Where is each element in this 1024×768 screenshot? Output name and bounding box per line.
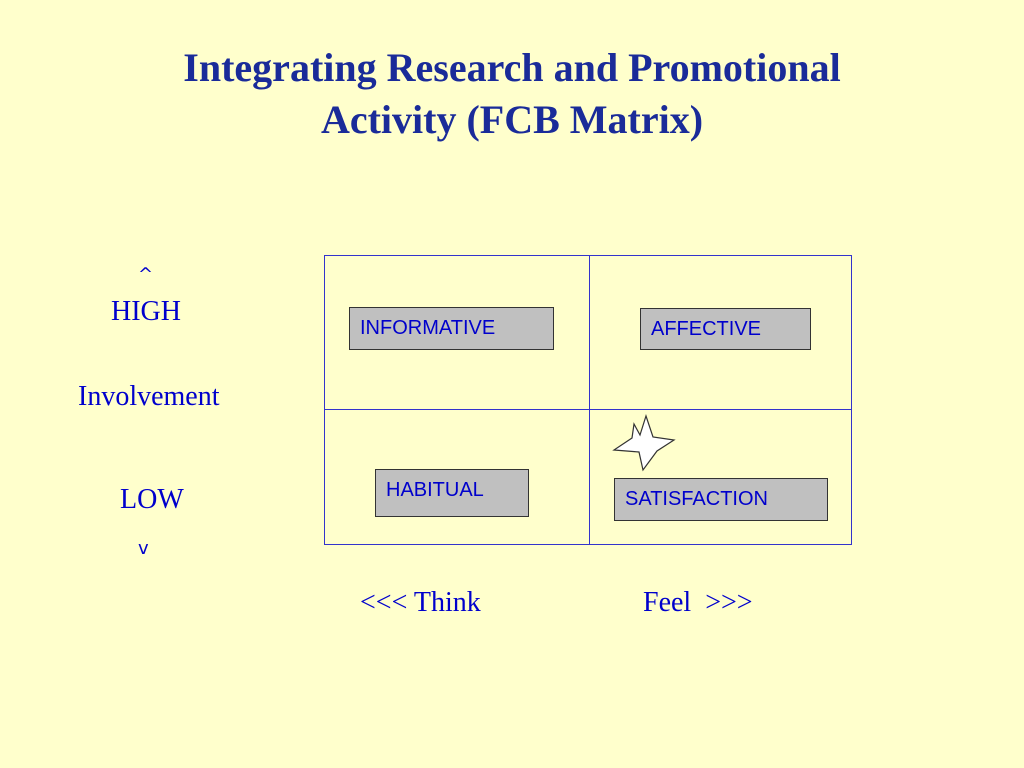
fcb-matrix-grid [324,255,852,545]
matrix-horizontal-divider [325,409,851,410]
feel-axis-label: Feel >>> [643,587,753,618]
matrix-vertical-divider [589,256,590,544]
involvement-label: Involvement [78,381,220,412]
low-label: LOW [120,484,184,515]
slide-title-line-1: Integrating Research and Promotional [183,45,841,90]
down-caret-icon: v [138,538,149,559]
affective-quadrant-label: AFFECTIVE [640,308,811,350]
think-axis-label: <<< Think [360,587,481,618]
satisfaction-quadrant-label: SATISFACTION [614,478,828,521]
high-label: HIGH [111,296,181,327]
up-caret-icon: ^ [138,264,154,285]
informative-quadrant-label: INFORMATIVE [349,307,554,350]
habitual-quadrant-label: HABITUAL [375,469,529,517]
slide-title: Integrating Research and Promotional Act… [0,42,1024,146]
star-icon [612,414,676,472]
slide-title-line-2: Activity (FCB Matrix) [320,97,704,142]
